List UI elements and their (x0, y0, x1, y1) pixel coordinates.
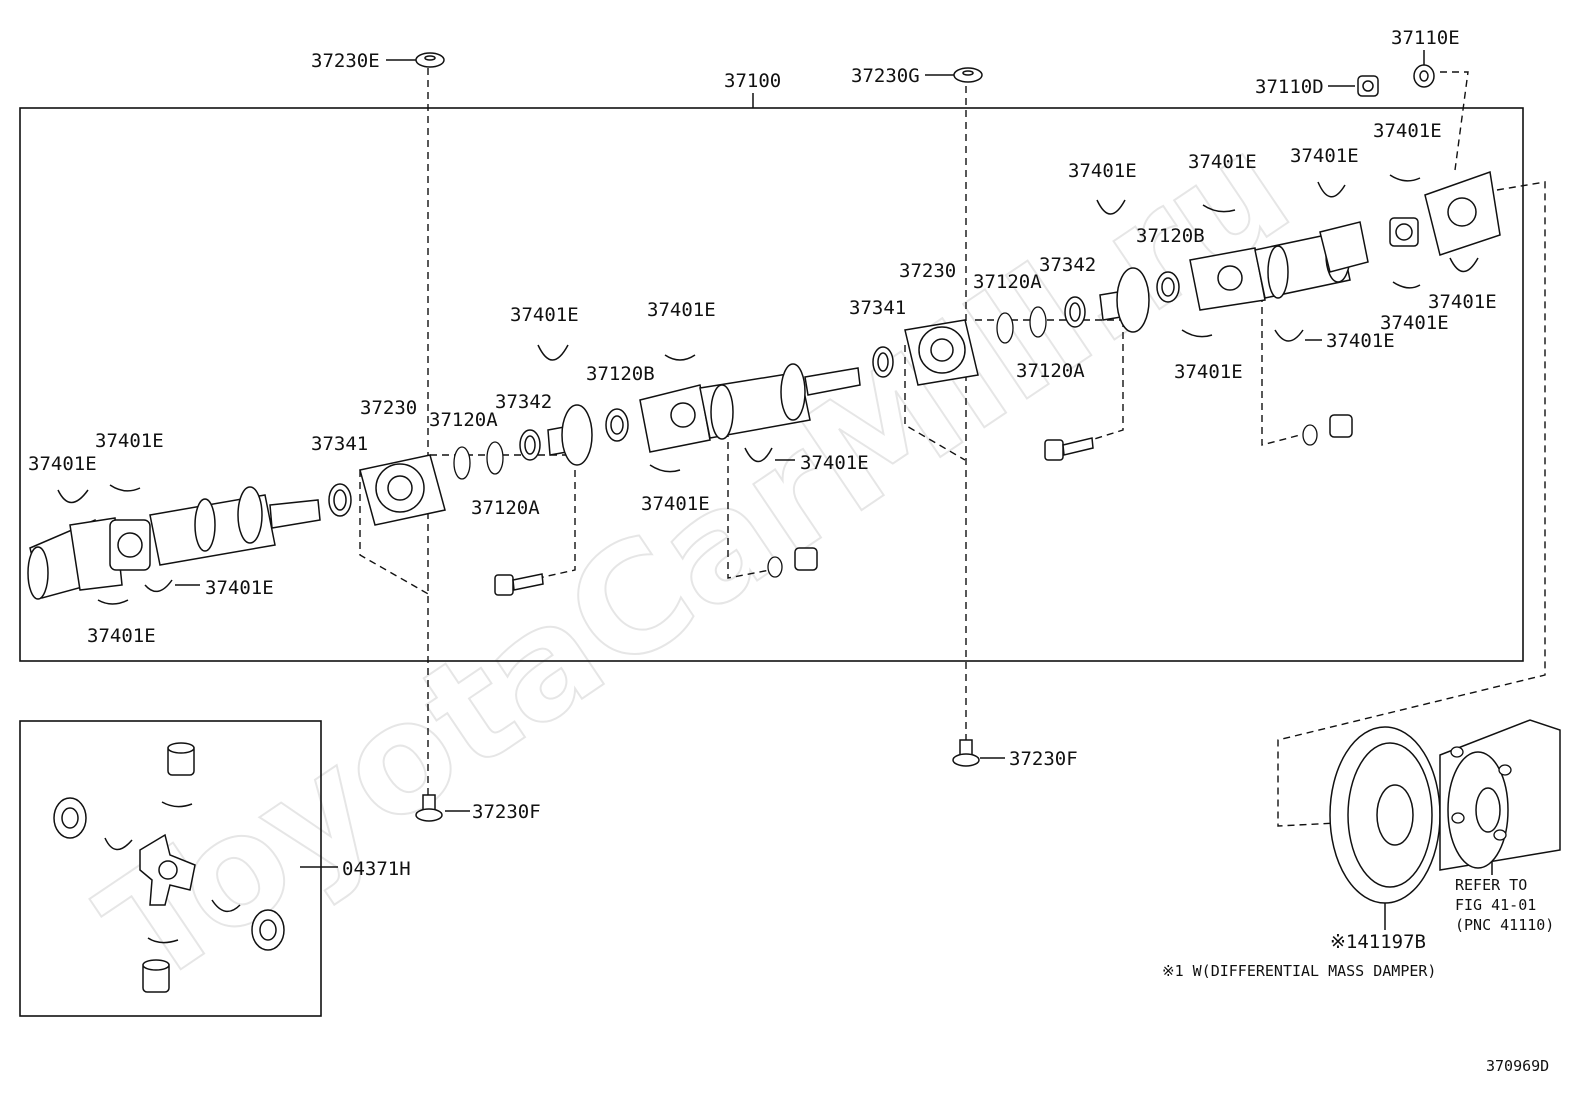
spider-kit (53, 742, 285, 993)
label-37341-rear: 37341 (849, 297, 906, 319)
label-37230e: 37230E (311, 50, 380, 72)
label-37401e-8: 37401E (800, 452, 869, 474)
mass-damper (1329, 719, 1561, 904)
spider-kit-frame (19, 720, 322, 1017)
label-37342-rear: 37342 (1039, 254, 1096, 276)
label-37401e-3: 37401E (205, 577, 274, 599)
label-37401e-14: 37401E (1380, 312, 1449, 334)
label-37110e: 37110E (1391, 27, 1460, 49)
label-04371h: 04371H (342, 858, 411, 880)
figure-id: 370969D (1486, 1057, 1549, 1075)
label-37401e-4: 37401E (87, 625, 156, 647)
label-37230-rear: 37230 (899, 260, 956, 282)
label-37120a-2: 37120A (471, 497, 540, 519)
dashed-lines (359, 68, 1546, 827)
label-37401e-16: 37401E (1174, 361, 1243, 383)
main-assembly-frame (19, 107, 1524, 662)
snap-rings (57, 174, 1479, 605)
label-37341-front: 37341 (311, 433, 368, 455)
label-41197b: ※141197B (1330, 931, 1426, 953)
label-37230f-left: 37230F (472, 801, 541, 823)
label-37120b-front: 37120B (586, 363, 655, 385)
label-37401e-10: 37401E (1188, 151, 1257, 173)
label-37401e-12: 37401E (1373, 120, 1442, 142)
label-37120a-1: 37120A (429, 409, 498, 431)
watermark: ToyotaCarMill.ru (73, 101, 1319, 1020)
front-propeller-shaft (27, 404, 593, 600)
refer-line-3: (PNC 41110) (1455, 916, 1554, 934)
label-37120b-rear: 37120B (1136, 225, 1205, 247)
label-37401e-9: 37401E (1068, 160, 1137, 182)
label-37342-front: 37342 (495, 391, 552, 413)
refer-line-1: REFER TO (1455, 876, 1527, 894)
label-37230f-right: 37230F (1009, 748, 1078, 770)
label-37401e-6: 37401E (647, 299, 716, 321)
label-37401e-2: 37401E (95, 430, 164, 452)
footnote: ※1 W(DIFFERENTIAL MASS DAMPER) (1162, 962, 1436, 980)
bolts-37230f (415, 739, 980, 822)
label-37401e-11: 37401E (1290, 145, 1359, 167)
refer-line-2: FIG 41-01 (1455, 896, 1536, 914)
intermediate-propeller-shaft (605, 319, 979, 578)
top-fasteners (415, 52, 1435, 97)
label-37401e-5: 37401E (510, 304, 579, 326)
rear-propeller-shaft (996, 170, 1501, 461)
label-37120a-4: 37120A (1016, 360, 1085, 382)
label-37110d: 37110D (1255, 76, 1324, 98)
label-37100: 37100 (724, 70, 781, 92)
label-37230-front: 37230 (360, 397, 417, 419)
leader-lines (300, 50, 1493, 930)
label-37401e-1: 37401E (28, 453, 97, 475)
label-37401e-7: 37401E (641, 493, 710, 515)
label-37401e-15: 37401E (1326, 330, 1395, 352)
part-labels: 37230E 37100 37230G 37110E 37110D 37401E… (28, 27, 1554, 1075)
label-37120a-3: 37120A (973, 271, 1042, 293)
label-37401e-13: 37401E (1428, 291, 1497, 313)
label-37230g: 37230G (851, 65, 920, 87)
